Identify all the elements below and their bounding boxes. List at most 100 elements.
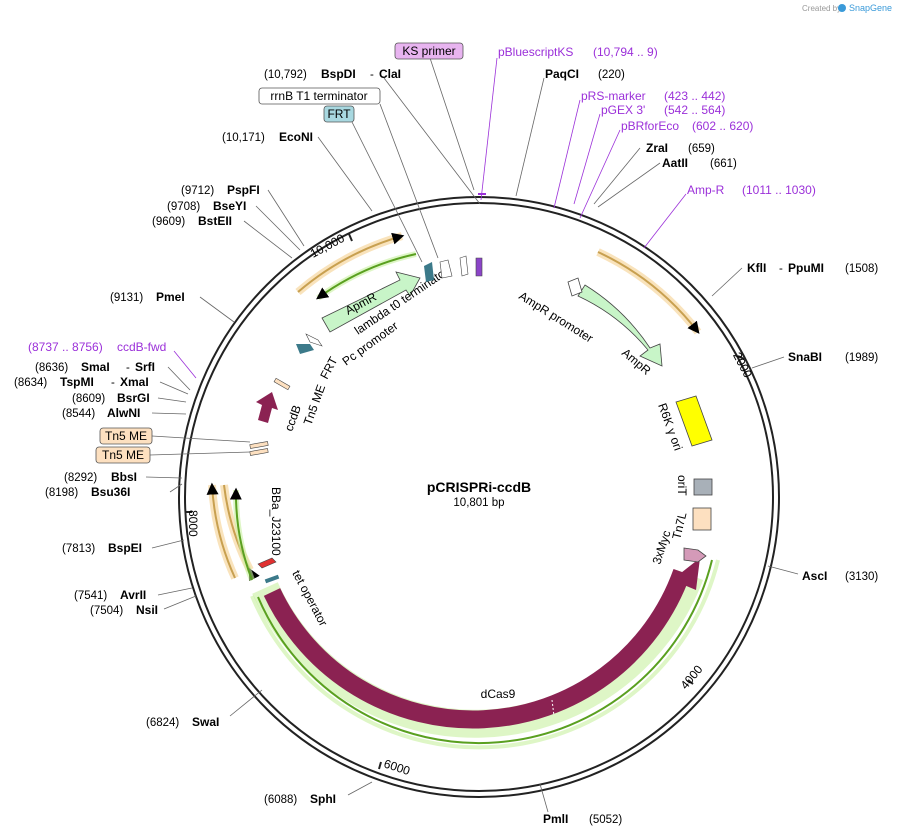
enzyme-name-ppumi: PpuMI [788, 261, 824, 275]
enzyme-pos-kfli: (1508) [845, 263, 878, 275]
enzyme-pos-bsteii: (9609) [152, 216, 185, 228]
svg-text:-: - [111, 377, 115, 389]
enzyme-name-paqci: PaqCI [545, 67, 579, 81]
enzyme-pos-alwni: (8544) [62, 408, 95, 420]
tick-label-6000: 6000 [382, 757, 412, 779]
enzyme-name-bsrgi: BsrGI [117, 391, 150, 405]
enzyme-name-bbsi: BbsI [111, 470, 137, 484]
tn7l-feature [692, 507, 712, 531]
myc-feature [683, 547, 707, 563]
enzyme-pos-bbsi: (8292) [64, 472, 97, 484]
enzyme-pos-bsrgi: (8609) [72, 393, 105, 405]
enzyme-name-zrai: ZraI [646, 141, 668, 155]
enzyme-name-bsu36i: Bsu36I [91, 485, 130, 499]
enzyme-pos-econi: (10,171) [222, 132, 265, 144]
bba-j23100-label: BBa_J23100 [269, 487, 283, 556]
pc-promoter-feature [305, 333, 323, 347]
enzyme-name-bspdi: BspDI [321, 67, 356, 81]
enzyme-pos-bspei: (7813) [62, 543, 95, 555]
enzyme-name-pspfi: PspFI [227, 183, 260, 197]
plasmid-size: 10,801 bp [453, 497, 504, 509]
tn5-me-label: Tn5 ME [301, 383, 329, 427]
tn5-me-feature-3 [273, 377, 291, 391]
enzyme-name-avrii: AvrII [120, 588, 146, 602]
orit-feature [693, 478, 713, 496]
rrnb-terminator-feature [439, 259, 453, 279]
enzyme-pos-nsii: (7504) [90, 605, 123, 617]
enzyme-name-kfli: KflI [747, 261, 766, 275]
snapgene-logo-icon [838, 4, 846, 12]
tet-operator-feature [264, 574, 280, 584]
svg-text:-: - [370, 69, 374, 81]
enzyme-name-swai: SwaI [192, 715, 219, 729]
primer-range-ccdbfwd: (8737 .. 8756) [28, 340, 103, 354]
tn5-me-feature-1 [249, 441, 269, 449]
orf-arc-topright-glow [596, 248, 702, 335]
frt-feature-top [424, 262, 434, 282]
r6k-ori-feature [675, 395, 713, 447]
primer-range-ampr: (1011 .. 1030) [742, 183, 816, 197]
backbone-outer [178, 196, 780, 798]
primer-name-pgex3: pGEX 3' [601, 103, 645, 117]
orf-arc-topright [597, 251, 700, 334]
enzyme-pos-bsu36i: (8198) [45, 487, 78, 499]
enzyme-name-clai: ClaI [379, 67, 401, 81]
tick-label-8000: 8000 [186, 510, 200, 537]
enzyme-pos-asci: (3130) [845, 571, 878, 583]
enzyme-name-pmei: PmeI [156, 290, 185, 304]
frt-feature-left [296, 344, 314, 354]
tn5-me-feature-2 [249, 448, 269, 456]
tick-label-2000: 2000 [730, 350, 755, 380]
enzyme-name-sphi: SphI [310, 792, 336, 806]
primer-range-pbrforeco: (602 .. 620) [692, 119, 753, 133]
primer-labels: pBluescriptKS (10,794 .. 9) pRS-marker (… [28, 45, 816, 379]
plasmid-name: pCRISPRi-ccdB [427, 479, 531, 495]
enzyme-name-smai: SmaI [81, 360, 110, 374]
enzyme-name-pmli: PmlI [543, 812, 568, 826]
rrnb-terminator-box: rrnB T1 terminator [270, 89, 367, 103]
enzyme-pos-zrai: (659) [688, 143, 715, 155]
primer-name-ccdbfwd: ccdB-fwd [117, 340, 166, 354]
enzyme-pos-pmli: (5052) [589, 814, 622, 826]
ccdb-feature [256, 392, 278, 423]
enzyme-pos-avrii: (7541) [74, 590, 107, 602]
enzyme-name-tspmi: TspMI [60, 375, 94, 389]
enzyme-name-xmai: XmaI [120, 375, 149, 389]
svg-text:-: - [779, 263, 783, 275]
primer-range-pbluescriptks: (10,794 .. 9) [593, 45, 658, 59]
enzyme-pos-bspdi: (10,792) [264, 69, 307, 81]
enzyme-pos-smai: (8636) [35, 362, 68, 374]
tn7l-label: Tn7L [669, 510, 689, 540]
enzyme-name-snabi: SnaBI [788, 350, 822, 364]
boxed-labels: KS primer rrnB T1 terminator FRT Tn5 ME … [95, 42, 475, 464]
brand-text: SnapGene [849, 3, 892, 13]
enzyme-pos-bseyi: (9708) [167, 201, 200, 213]
enzyme-pos-paqci: (220) [598, 69, 625, 81]
orit-label: oriT [675, 475, 689, 496]
enzyme-pos-swai: (6824) [146, 717, 179, 729]
orf-arc-topleft2 [316, 253, 417, 300]
svg-text:-: - [126, 362, 130, 374]
enzyme-name-bspei: BspEI [108, 541, 142, 555]
myc-label: 3xMyc [650, 529, 674, 566]
tn5-me-box-1: Tn5 ME [105, 429, 147, 443]
enzyme-name-alwni: AlwNI [107, 406, 140, 420]
enzyme-name-nsii: NsiI [136, 603, 158, 617]
ks-feature [459, 255, 469, 277]
dcas9-label: dCas9 [481, 687, 516, 701]
pbluescript-feature [475, 257, 483, 277]
primer-range-pgex3: (542 .. 564) [664, 103, 725, 117]
enzyme-name-aatii: AatII [662, 156, 688, 170]
ccdb-label: ccdB [282, 403, 304, 433]
ks-primer-box: KS primer [402, 44, 455, 58]
primer-name-pbrforeco: pBRforEco [621, 119, 679, 133]
frt-box: FRT [327, 107, 351, 121]
enzyme-name-econi: EcoNI [279, 130, 313, 144]
orf-arc-outer [257, 559, 713, 745]
enzyme-name-srfi: SrfI [135, 360, 155, 374]
enzyme-labels: (10,792) BspDI - ClaI PaqCI (220) (10,17… [14, 67, 878, 826]
enzyme-name-bsteii: BstEII [198, 214, 232, 228]
enzyme-pos-pspfi: (9712) [181, 185, 214, 197]
